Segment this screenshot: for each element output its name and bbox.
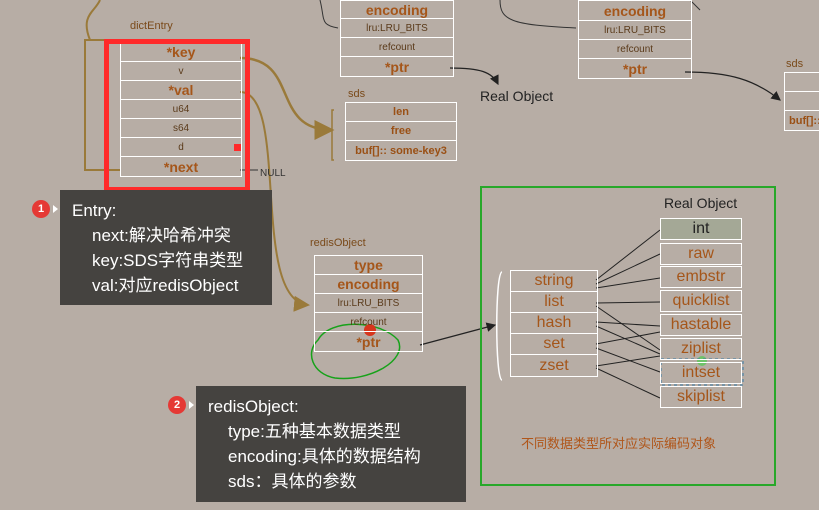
encoding-int: int — [660, 218, 742, 240]
callout-redis-object-line: type:五种基本数据类型 — [228, 422, 401, 441]
type-hash: hash — [511, 313, 597, 334]
dict-entry-next: *next — [163, 158, 199, 175]
sds-right-struct: buf[]:: — [784, 72, 819, 131]
dict-entry-title: dictEntry — [130, 20, 173, 32]
encoding-intset: intset — [660, 362, 742, 384]
callout-entry-line: next:解决哈希冲突 — [92, 226, 231, 245]
callout-entry-line: key:SDS字符串类型 — [92, 251, 244, 270]
dict-entry-u64: u64 — [121, 100, 241, 119]
top-a-lru: lru:LRU_BITS — [341, 19, 453, 38]
dict-entry-val: *val — [121, 81, 241, 100]
callout-entry-head: Entry: — [72, 201, 117, 220]
real-object-top-label: Real Object — [480, 88, 554, 104]
callout-entry-line: val:对应redisObject — [92, 276, 239, 295]
type-zset: zset — [539, 356, 569, 374]
top-a-encoding: encoding — [341, 1, 453, 19]
type-list: list — [511, 292, 597, 313]
top-b-encoding: encoding — [579, 2, 691, 21]
top-b-ptr: *ptr — [622, 60, 648, 77]
sds-right-row1 — [785, 73, 819, 92]
dict-entry-d: d — [121, 138, 241, 157]
redis-object-refcount: refcount — [315, 313, 422, 332]
callout-redis-object-head: redisObject: — [208, 397, 299, 416]
callout-entry: Entry: next:解决哈希冲突 key:SDS字符串类型 val:对应re… — [60, 190, 272, 305]
encoding-quicklist: quicklist — [660, 290, 742, 312]
highlight-dot — [234, 144, 241, 151]
redis-object-struct: type encoding lru:LRU_BITS refcount *ptr — [314, 255, 423, 352]
real-object-frame — [480, 186, 776, 486]
top-a-refcount: refcount — [341, 38, 453, 57]
encoding-skiplist: skiplist — [660, 386, 742, 408]
types-list: string list hash set zset — [510, 270, 598, 377]
dict-entry-key: *key — [121, 43, 241, 62]
sds-mid-free: free — [346, 122, 456, 141]
redis-object-encoding: encoding — [315, 275, 422, 294]
callout-1-badge: 1 — [32, 200, 58, 218]
callout-redis-object-line: sds：具体的参数 — [228, 472, 357, 491]
redis-object-lru: lru:LRU_BITS — [315, 294, 422, 313]
dict-entry-v: v — [121, 62, 241, 81]
sds-right-row2 — [785, 92, 819, 111]
null-label: NULL — [260, 168, 286, 179]
callout-2-badge: 2 — [168, 396, 194, 414]
encoding-ziplist: ziplist — [660, 338, 742, 360]
redis-object-type: type — [315, 256, 422, 275]
redis-object-ptr: *ptr — [356, 333, 381, 350]
sds-right-title: sds — [786, 58, 804, 70]
type-set: set — [511, 334, 597, 355]
encoding-embstr: embstr — [660, 266, 742, 288]
redis-object-title: redisObject — [310, 237, 366, 249]
callout-redis-object-line: encoding:具体的数据结构 — [228, 447, 421, 466]
top-b-lru: lru:LRU_BITS — [579, 21, 691, 40]
top-b-refcount: refcount — [579, 40, 691, 59]
sds-right-buf: buf[]:: — [789, 114, 819, 127]
dict-entry-s64: s64 — [121, 119, 241, 138]
sds-mid-struct: len free buf[]:: some-key3 — [345, 102, 457, 161]
highlight-box — [104, 39, 250, 192]
top-a-ptr: *ptr — [384, 58, 410, 75]
real-object-box-title: Real Object — [664, 195, 738, 211]
sds-mid-len: len — [346, 103, 456, 122]
dict-entry-struct: *key v *val u64 s64 d *next — [120, 42, 242, 177]
sds-mid-title: sds — [348, 88, 366, 100]
type-string: string — [511, 271, 597, 292]
callout-redis-object: redisObject: type:五种基本数据类型 encoding:具体的数… — [196, 386, 466, 502]
top-object-a: encoding lru:LRU_BITS refcount *ptr — [340, 0, 454, 77]
top-object-b: encoding lru:LRU_BITS refcount *ptr — [578, 0, 692, 79]
sds-mid-buf: buf[]:: some-key3 — [355, 144, 447, 157]
real-object-caption: 不同数据类型所对应实际编码对象 — [521, 436, 717, 451]
encoding-hastable: hastable — [660, 314, 742, 336]
encoding-raw: raw — [660, 243, 742, 265]
